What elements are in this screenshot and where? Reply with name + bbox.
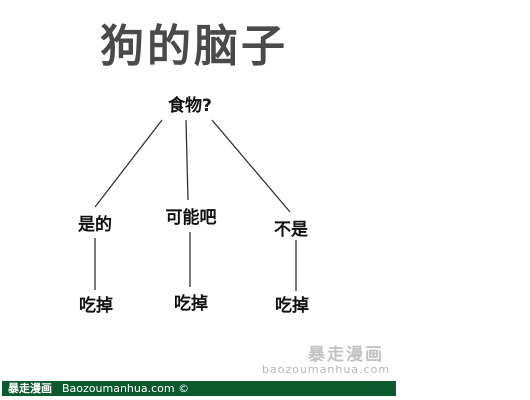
line-root-option-2 [185, 119, 189, 201]
root-node: 食物? [168, 96, 212, 116]
option-yes: 是的 [78, 215, 112, 235]
option-no: 不是 [274, 220, 308, 240]
outcome-eat-2: 吃掉 [174, 294, 208, 314]
line-root-option-1 [94, 119, 163, 208]
footer-site-url: Baozoumanhua.com © [62, 382, 190, 395]
footer-site-name: 暴走漫画 [8, 382, 52, 395]
outcome-eat-1: 吃掉 [79, 296, 113, 316]
option-maybe: 可能吧 [165, 208, 217, 228]
watermark-logo-text: 暴走漫画 [308, 345, 384, 365]
footer-bar: 暴走漫画 Baozoumanhua.com © [2, 381, 396, 396]
watermark-url: baozoumanhua.com [262, 363, 391, 376]
page-title: 狗的脑子 [100, 21, 288, 72]
outcome-eat-3: 吃掉 [275, 296, 309, 316]
line-root-option-3 [211, 119, 291, 213]
